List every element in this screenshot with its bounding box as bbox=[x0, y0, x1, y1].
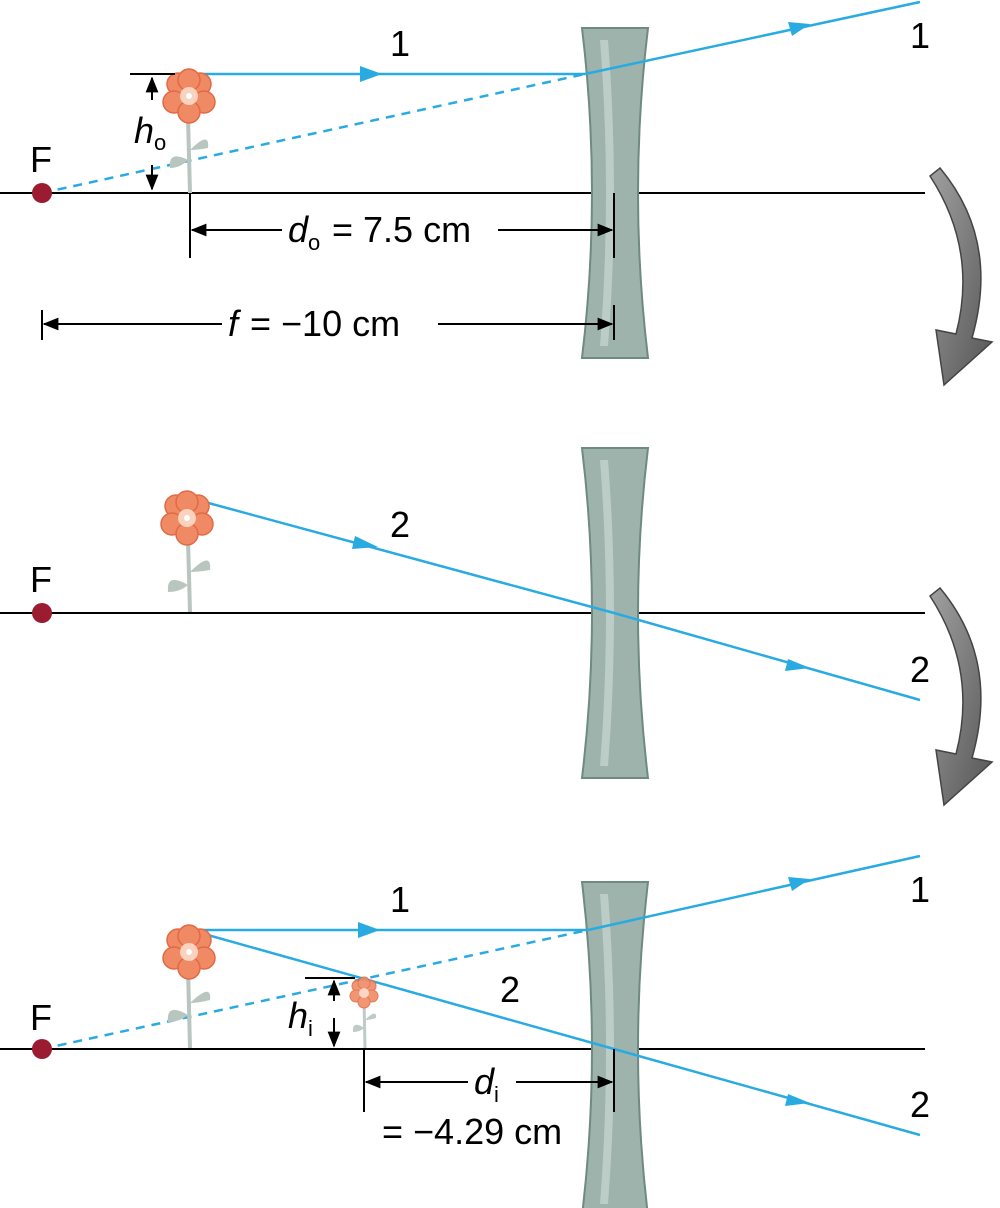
object-distance-symbol: d bbox=[288, 209, 309, 250]
focal-point-marker bbox=[32, 603, 52, 623]
focal-point-marker bbox=[32, 183, 52, 203]
image-flower bbox=[349, 976, 379, 1049]
ray-1-exit-label: 1 bbox=[910, 15, 930, 56]
object-flower bbox=[160, 490, 214, 613]
ray-arrowhead bbox=[785, 1094, 810, 1106]
object-flower bbox=[162, 924, 216, 1049]
ray-arrowhead bbox=[785, 659, 810, 671]
ray-2-exit-label: 2 bbox=[910, 649, 930, 690]
step-arrow-1-icon bbox=[929, 166, 994, 387]
image-distance-subscript: i bbox=[494, 1082, 499, 1107]
panel-1-ray-1: F 1 1 h o bbox=[0, 0, 994, 387]
ray-1-exit-label: 1 bbox=[910, 869, 930, 910]
ray-arrowhead bbox=[788, 22, 810, 36]
ray-2-label: 2 bbox=[390, 504, 410, 545]
ray-1-refracted bbox=[584, 0, 921, 76]
focal-point-label: F bbox=[30, 139, 52, 180]
image-height-subscript: i bbox=[308, 1016, 313, 1041]
ray-2-exit-label: 2 bbox=[910, 1084, 930, 1125]
ray-1-label: 1 bbox=[390, 23, 410, 64]
ray-arrowhead bbox=[360, 66, 382, 82]
focal-point-marker bbox=[32, 1039, 52, 1059]
ray-1-virtual-extension bbox=[41, 928, 589, 1051]
panel-2-ray-2: F 2 2 bbox=[0, 447, 994, 807]
object-height-subscript: o bbox=[154, 130, 166, 155]
step-arrow-2-icon bbox=[929, 586, 994, 807]
object-height-symbol: h bbox=[134, 110, 154, 151]
image-height-symbol: h bbox=[288, 995, 308, 1036]
object-flower bbox=[162, 68, 216, 194]
ray-arrowhead bbox=[352, 536, 378, 549]
focal-length-symbol: f bbox=[228, 303, 242, 344]
ray-1-virtual-extension bbox=[41, 72, 586, 195]
focal-length-value: = −10 cm bbox=[250, 303, 400, 344]
ray-2-transmitted bbox=[613, 1047, 921, 1137]
focal-point-label: F bbox=[30, 559, 52, 600]
ray-arrowhead bbox=[358, 922, 380, 938]
focal-point-label: F bbox=[30, 997, 52, 1038]
image-distance-value: = −4.29 cm bbox=[382, 1111, 562, 1152]
ray-1-refracted bbox=[587, 854, 921, 932]
ray-2-label: 2 bbox=[500, 969, 520, 1010]
panel-3-image-formation: F 1 1 2 2 bbox=[0, 854, 930, 1208]
ray-2-transmitted bbox=[613, 611, 921, 702]
ray-2-incident bbox=[189, 928, 615, 1051]
image-distance-symbol: d bbox=[474, 1061, 495, 1102]
ray-2-incident bbox=[189, 496, 615, 615]
diverging-lens bbox=[580, 881, 650, 1208]
ray-arrowhead bbox=[788, 877, 810, 891]
ray-1-label: 1 bbox=[390, 879, 410, 920]
object-distance-value: = 7.5 cm bbox=[322, 209, 471, 250]
object-distance-subscript: o bbox=[308, 230, 320, 255]
